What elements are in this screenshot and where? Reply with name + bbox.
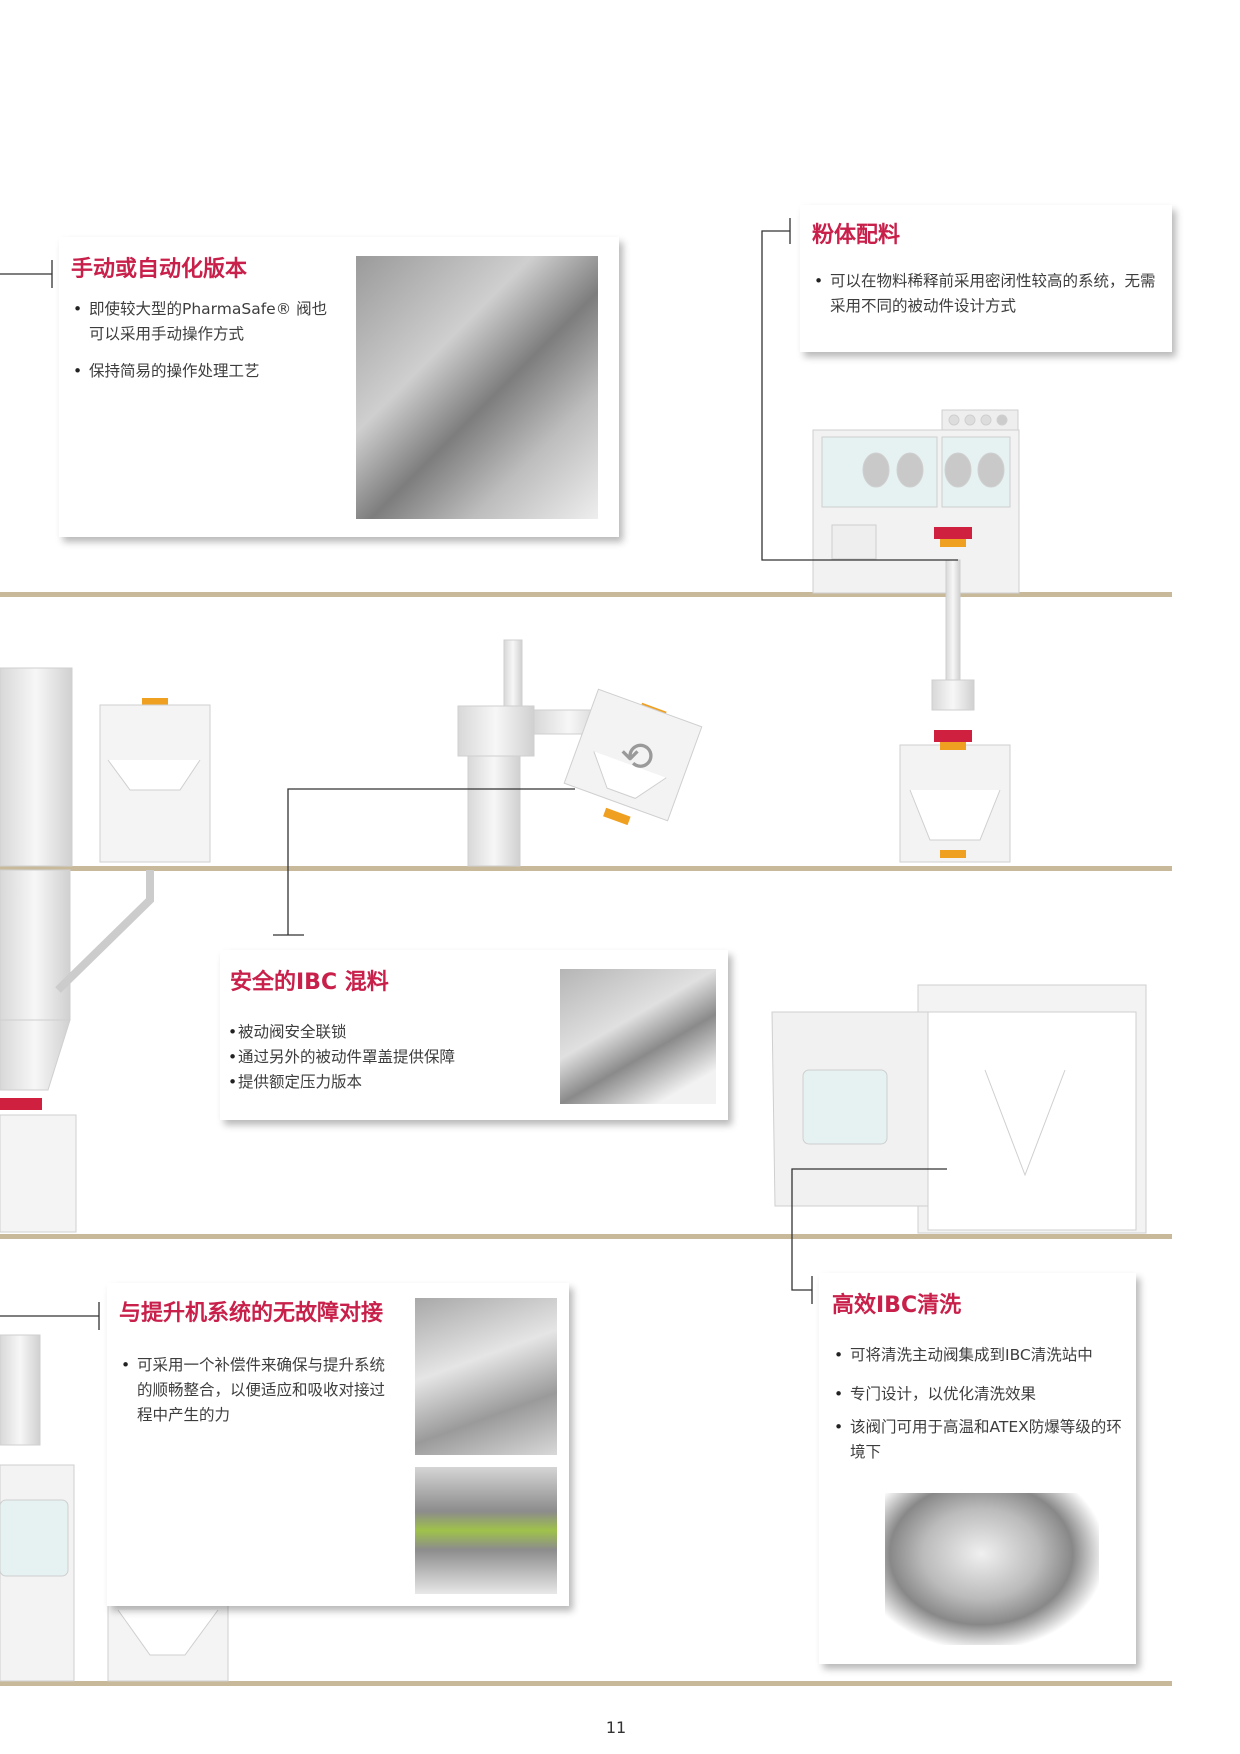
bullet-item: 专门设计，以优化清洗效果 (832, 1382, 1122, 1407)
ibc-cleaning-station (771, 984, 1147, 1234)
bullet-list: 可将清洗主动阀集成到IBC清洗站中 专门设计，以优化清洗效果 该阀门可用于高温和… (832, 1343, 1122, 1465)
card-safe-ibc-mixing: 安全的IBC 混料 被动阀安全联锁 通过另外的被动件罩盖提供保障 提供额定压力版… (220, 950, 728, 1120)
card-powder-dosing: 粉体配料 可以在物料稀释前采用密闭性较高的系统，无需采用不同的被动件设计方式 (800, 205, 1172, 352)
card-title: 粉体配料 (812, 223, 901, 248)
bullet-item: 可采用一个补偿件来确保与提升系统的顺畅整合，以便适应和吸收对接过程中产生的力 (119, 1353, 394, 1428)
card-manual-or-automated: 手动或自动化版本 即使较大型的PharmaSafe® 阀也可以采用手动操作方式 … (59, 237, 619, 537)
bullet-item: 可以在物料稀释前采用密闭性较高的系统，无需采用不同的被动件设计方式 (812, 269, 1157, 319)
card-ibc-cleaning: 高效IBC清洗 可将清洗主动阀集成到IBC清洗站中 专门设计，以优化清洗效果 该… (819, 1273, 1136, 1664)
lift-equipment (0, 1334, 229, 1682)
bullet-item: 即使较大型的PharmaSafe® 阀也可以采用手动操作方式 (71, 297, 341, 347)
floor-lines (0, 592, 1172, 1686)
mixer-valve-photo (560, 969, 716, 1104)
bullet-item: 通过另外的被动件罩盖提供保障 (226, 1045, 526, 1070)
page-number: 11 (605, 1718, 627, 1737)
card-title: 安全的IBC 混料 (230, 970, 389, 995)
lift-system-photo (415, 1298, 557, 1455)
bullet-list: 可采用一个补偿件来确保与提升系统的顺畅整合，以便适应和吸收对接过程中产生的力 (119, 1353, 394, 1428)
rotate-icon: ⟲ (620, 734, 654, 780)
compensator-photo (415, 1467, 557, 1594)
bullet-item: 可将清洗主动阀集成到IBC清洗站中 (832, 1343, 1122, 1368)
glovebox-station (812, 409, 1020, 863)
card-lift-docking: 与提升机系统的无故障对接 可采用一个补偿件来确保与提升系统的顺畅整合，以便适应和… (107, 1283, 569, 1606)
bullet-list: 被动阀安全联锁 通过另外的被动件罩盖提供保障 提供额定压力版本 (226, 1020, 526, 1095)
ibc-and-blender: ⟲ (0, 639, 703, 1233)
bullet-list: 可以在物料稀释前采用密闭性较高的系统，无需采用不同的被动件设计方式 (812, 269, 1157, 319)
card-title: 手动或自动化版本 (71, 257, 248, 282)
bullet-item: 被动阀安全联锁 (226, 1020, 526, 1045)
card-title: 高效IBC清洗 (832, 1293, 962, 1318)
cleaning-valve-photo (885, 1493, 1099, 1645)
bullet-item: 提供额定压力版本 (226, 1070, 526, 1095)
valve-photo (356, 256, 598, 519)
bullet-item: 该阀门可用于高温和ATEX防爆等级的环境下 (832, 1415, 1122, 1465)
bullet-list: 即使较大型的PharmaSafe® 阀也可以采用手动操作方式 保持简易的操作处理… (71, 297, 341, 384)
card-title: 与提升机系统的无故障对接 (119, 1301, 384, 1326)
connector-lines (0, 218, 958, 1330)
bullet-item: 保持简易的操作处理工艺 (71, 359, 341, 384)
